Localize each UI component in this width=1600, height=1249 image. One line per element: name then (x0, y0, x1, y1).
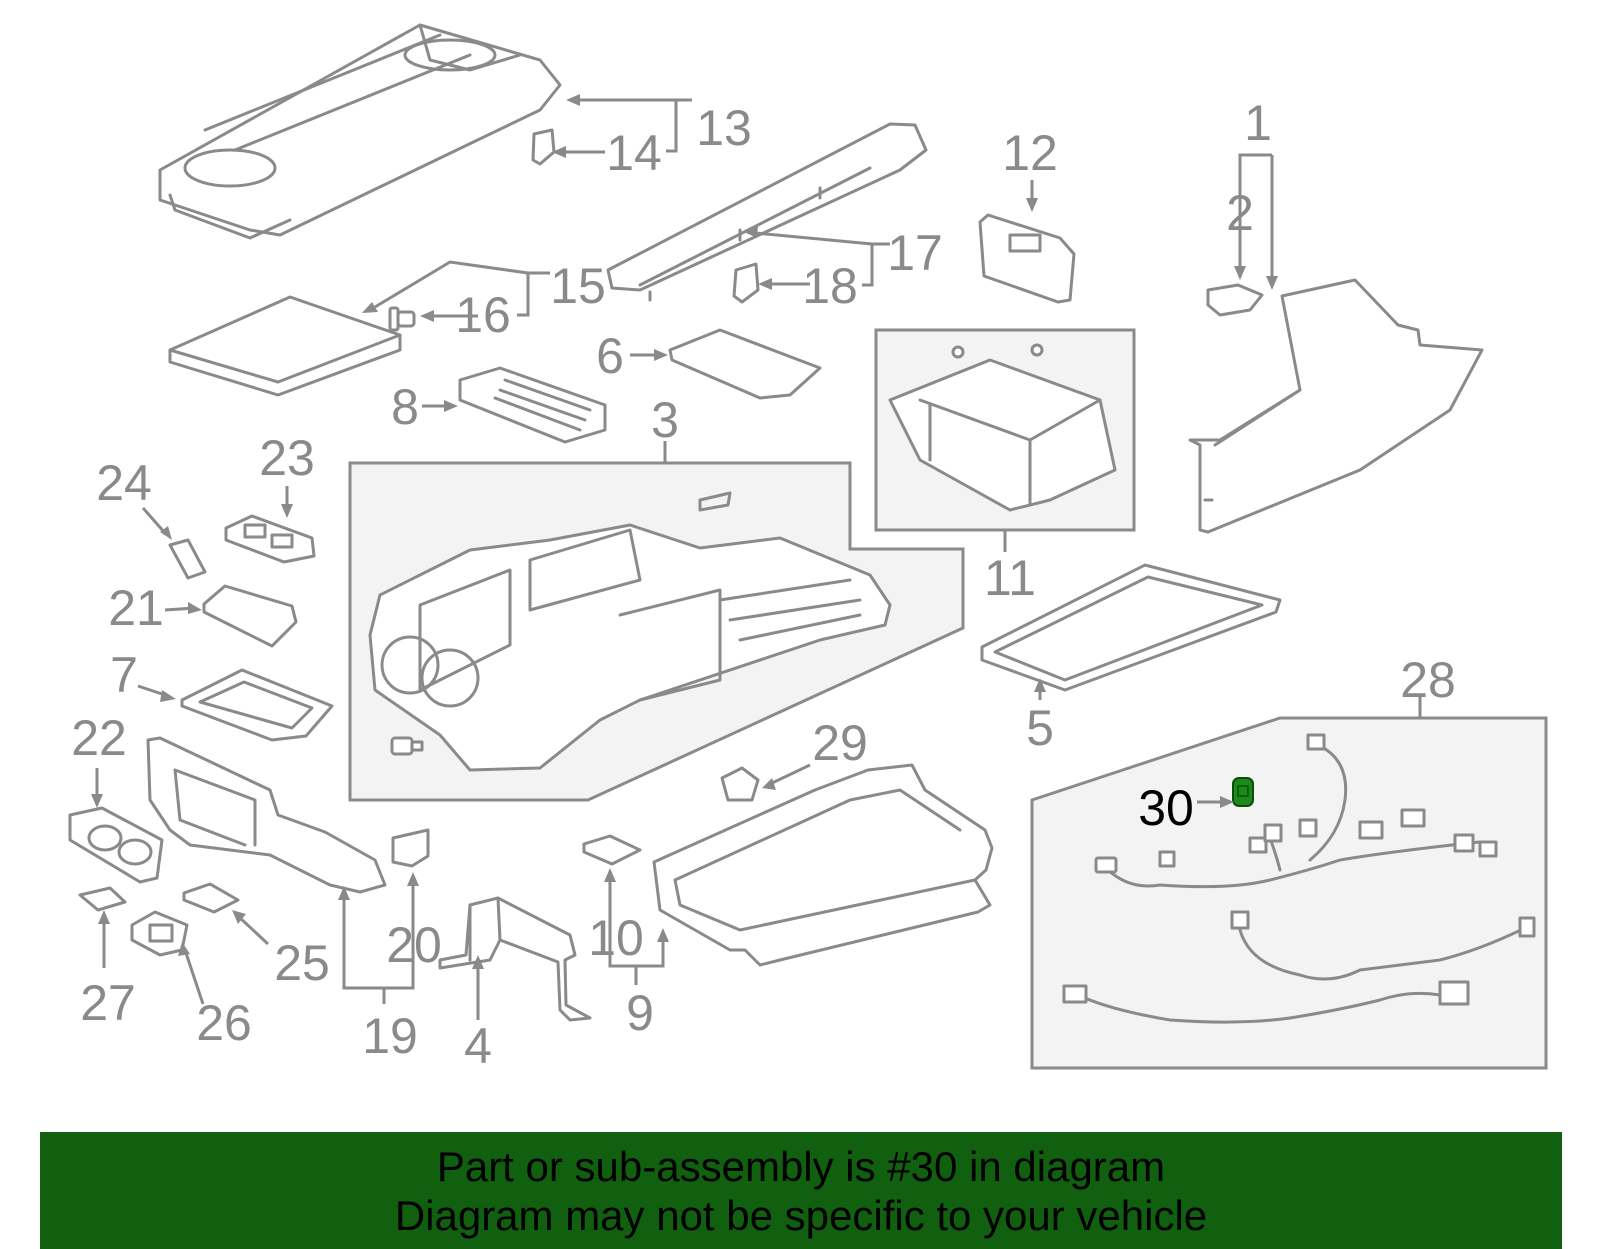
part-12-cover[interactable] (978, 213, 1076, 304)
part-30-connector-highlighted[interactable] (1232, 777, 1254, 807)
part-21-trim[interactable] (202, 584, 298, 648)
part-24-trim[interactable] (168, 538, 207, 580)
callout-30: 30 (1138, 780, 1194, 836)
part-4-bracket[interactable] (438, 896, 592, 1022)
part-7-tray[interactable] (180, 668, 334, 742)
part-18-clip[interactable] (732, 262, 760, 304)
callout-25: 25 (274, 935, 330, 991)
part-6-lid[interactable] (668, 328, 822, 400)
part-22-bezel[interactable] (68, 806, 164, 884)
callout-14: 14 (606, 125, 662, 181)
part-17-trim-strip[interactable] (606, 122, 928, 302)
part-28-wiring-harness[interactable] (1062, 733, 1536, 1024)
callout-4: 4 (464, 1018, 492, 1074)
part-3-console-base[interactable] (368, 491, 892, 772)
part-16-push-pin[interactable] (388, 306, 416, 332)
part-2-clip[interactable] (1206, 283, 1264, 317)
callout-2: 2 (1226, 185, 1254, 241)
callout-labels: 1 2 3 4 5 6 7 8 9 10 11 12 13 14 15 16 1… (71, 95, 1456, 1074)
box-part-28 (1030, 716, 1548, 1070)
callout-6: 6 (596, 328, 624, 384)
part-15-pad[interactable] (168, 295, 402, 397)
callout-19: 19 (362, 1008, 418, 1064)
callout-13: 13 (696, 100, 752, 156)
part-8-mat[interactable] (458, 366, 607, 444)
callout-10: 10 (588, 910, 644, 966)
callout-9: 9 (626, 985, 654, 1041)
callout-7: 7 (110, 647, 138, 703)
part-5-mat[interactable] (980, 563, 1282, 692)
part-23-switch[interactable] (224, 514, 316, 564)
callout-22: 22 (71, 710, 127, 766)
callout-5: 5 (1026, 700, 1054, 756)
callout-20: 20 (386, 917, 442, 973)
part-11-bin[interactable] (888, 343, 1117, 512)
arrowheads (91, 94, 1278, 969)
callout-3: 3 (651, 392, 679, 448)
callout-27: 27 (80, 975, 136, 1031)
callout-12: 12 (1002, 125, 1058, 181)
banner-line-1: Part or sub-assembly is #30 in diagram (436, 1143, 1166, 1190)
part-26-switch[interactable] (130, 910, 189, 957)
callout-29: 29 (812, 715, 868, 771)
banner-line-2: Diagram may not be specific to your vehi… (394, 1192, 1208, 1239)
callout-23: 23 (259, 430, 315, 486)
part-1-side-panel[interactable] (1188, 278, 1484, 534)
part-9-side-panel[interactable] (652, 763, 994, 967)
callout-26: 26 (196, 995, 252, 1051)
callout-15: 15 (550, 258, 606, 314)
part-10-clip[interactable] (582, 834, 642, 866)
part-27-trim[interactable] (78, 886, 127, 912)
callout-28: 28 (1400, 652, 1456, 708)
part-22-console-panel[interactable] (146, 736, 387, 894)
part-25-bracket[interactable] (182, 882, 240, 914)
part-14-clip[interactable] (531, 128, 556, 166)
callout-18: 18 (802, 258, 858, 314)
info-banner: Part or sub-assembly is #30 in diagram D… (40, 1132, 1562, 1249)
callout-17: 17 (887, 225, 943, 281)
callout-1: 1 (1244, 95, 1272, 151)
callout-21: 21 (108, 580, 164, 636)
callout-16: 16 (455, 287, 511, 343)
callout-8: 8 (391, 379, 419, 435)
part-29-clip[interactable] (720, 766, 760, 802)
part-13-top-trim[interactable] (158, 23, 562, 240)
callout-24: 24 (96, 455, 152, 511)
callout-11: 11 (984, 550, 1036, 606)
part-20-clip[interactable] (391, 828, 430, 868)
